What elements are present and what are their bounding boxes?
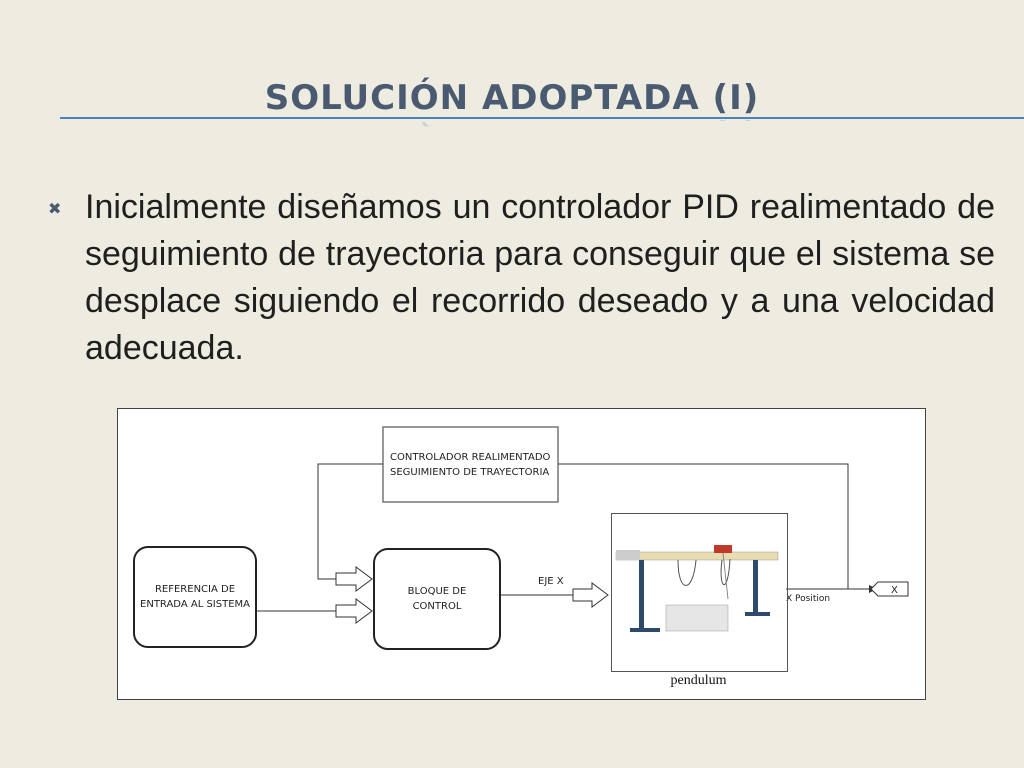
control-block [373, 548, 501, 650]
feedback-controller-block [382, 426, 559, 503]
output-label: X Position [786, 594, 830, 604]
feedback-block-line2: SEGUIMIENTO DE TRAYECTORIA [390, 467, 549, 478]
feedback-input-arrow [335, 566, 373, 592]
diagram-canvas: CONTROLADOR REALIMENTADO SEGUIMIENTO DE … [133, 426, 909, 650]
feedback-line-top-right [558, 463, 849, 589]
pendulum-plant-block [611, 513, 788, 672]
title-rule [60, 117, 1024, 119]
feedback-line-top-left [317, 463, 383, 580]
slide-title: SOLUCIÓN ADOPTADA (I) [264, 78, 760, 118]
bullet-star-icon: ✖ [48, 199, 62, 218]
output-port-label: X [891, 585, 898, 596]
control-block-line1: BLOQUE DE [408, 586, 467, 597]
control-block-line2: CONTROL [413, 601, 462, 612]
feedback-block-line1: CONTROLADOR REALIMENTADO [390, 452, 551, 463]
reference-block-line1: REFERENCIA DE [155, 584, 235, 595]
slide-title-reflection: SOLUCIÓN ADOPTADA (I) [0, 120, 1024, 134]
pendulum-label: pendulum [670, 673, 727, 688]
signal-label: EJE X [538, 576, 564, 587]
bullet-text: Inicialmente diseñamos un controlador PI… [85, 188, 995, 367]
reference-input-arrow [335, 598, 373, 624]
axis-signal-arrow [572, 582, 609, 608]
block-diagram: CONTROLADOR REALIMENTADO SEGUIMIENTO DE … [117, 408, 926, 700]
reference-block-line2: ENTRADA AL SISTEMA [140, 599, 250, 610]
pendulum-illustration [615, 545, 779, 632]
reference-block [133, 546, 257, 648]
output-port [870, 581, 909, 597]
